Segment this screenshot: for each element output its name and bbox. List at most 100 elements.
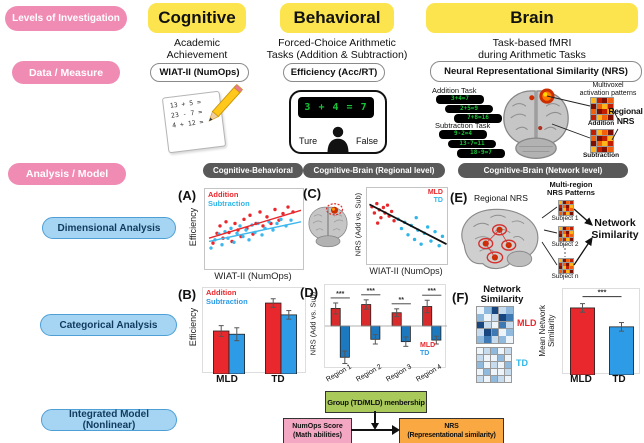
matrix-cell — [490, 368, 498, 376]
matrix-cell — [506, 307, 513, 314]
matrix-cell — [477, 348, 484, 355]
matrix-cell — [562, 237, 566, 241]
addition-task-label: Addition Task — [432, 86, 477, 95]
matrix-cell — [559, 230, 563, 234]
arith-stimulus: 2+5=9 — [445, 104, 493, 113]
brain-coronal-image — [503, 88, 569, 159]
analysis-model-pill: Analysis / Model — [8, 163, 126, 185]
matrix-cell — [602, 109, 608, 115]
arith-stimulus: 18-9=7 — [457, 149, 505, 158]
multivoxel-patterns-label: Multivoxel activation patterns — [579, 82, 637, 97]
matrix-cell — [477, 314, 484, 322]
matrix-cell — [566, 237, 570, 241]
matrix-cell — [504, 368, 511, 376]
matrix-cell — [477, 307, 484, 314]
efficiency-measure-pill: Efficiency (Acc/RT) — [283, 63, 385, 82]
matrix-cell — [559, 204, 563, 208]
matrix-cell — [562, 211, 566, 215]
matrix-cell — [477, 321, 484, 329]
panel-f-ylabel: Mean Network Similarity — [538, 305, 556, 357]
multi-region-patterns-label: Multi-region NRS Patterns — [547, 180, 595, 198]
matrix-cell — [607, 103, 613, 109]
matrix-cell — [569, 208, 573, 212]
matrix-cell — [566, 262, 570, 266]
matrix-cell — [483, 354, 491, 362]
matrix-cell — [602, 98, 608, 104]
matrix-cell — [562, 259, 566, 263]
matrix-cell — [562, 269, 566, 273]
matrix-cell — [490, 361, 498, 369]
matrix-cell — [569, 262, 573, 266]
numops-to-nrs-arrow-line — [351, 429, 392, 431]
subtraction-pattern-matrix — [590, 129, 614, 153]
subtraction-task-label: Subtraction Task — [435, 121, 491, 130]
legend-td: TD — [420, 350, 430, 358]
matrix-cell — [491, 307, 499, 314]
svg-text:**: ** — [399, 297, 405, 304]
cognitive-brain-regional-header: Cognitive-Brain (Regional level) — [303, 163, 445, 178]
integrated-model-pill: Integrated Model (Nonlinear) — [41, 409, 177, 431]
cognitive-behavioral-header: Cognitive-Behavioral — [203, 163, 303, 178]
numops-to-nrs-arrowhead — [392, 425, 400, 435]
matrix-cell — [596, 98, 602, 104]
matrix-cell — [498, 307, 506, 314]
matrix-cell — [569, 269, 573, 273]
subjectn-label: Subject n — [551, 273, 579, 280]
matrix-cell — [484, 328, 492, 336]
subjectn-pattern-matrix — [558, 258, 574, 274]
subject1-pattern-matrix — [558, 200, 574, 216]
matrix-cell — [484, 321, 492, 329]
matrix-cell — [607, 141, 613, 147]
matrix-cell — [562, 262, 566, 266]
matrix-cell — [498, 321, 506, 329]
matrix-cell — [484, 336, 492, 343]
matrix-cell — [569, 211, 573, 215]
matrix-cell — [497, 348, 505, 355]
matrix-cell — [566, 211, 570, 215]
matrix-cell — [490, 348, 498, 355]
matrix-cell — [559, 237, 563, 241]
matrix-cell — [559, 201, 563, 205]
arith-stimulus: 9-2=4 — [439, 130, 487, 139]
person-silhouette-icon — [327, 126, 349, 153]
matrix-cell — [566, 266, 570, 270]
matrix-cell — [591, 103, 597, 109]
matrix-cell — [566, 230, 570, 234]
panel-b-bar-chart — [202, 287, 306, 374]
svg-text:***: *** — [336, 291, 344, 298]
matrix-cell — [607, 114, 613, 120]
matrix-cell — [477, 328, 484, 336]
legend-subtraction: Subtraction — [206, 297, 248, 306]
matrix-cell — [569, 234, 573, 238]
regional-nrs-label: Regional NRS — [608, 106, 643, 126]
matrix-cell — [602, 141, 608, 147]
panel-a-xlabel: WIAT-II (NumOps) — [214, 271, 292, 282]
panel-f-bar-chart: *** — [562, 288, 640, 375]
regional-nrs-text: Regional NRS — [474, 193, 528, 203]
td-matrix-label: TD — [516, 358, 528, 368]
matrix-cell — [491, 328, 499, 336]
matrix-cell — [591, 109, 597, 115]
svg-text:***: *** — [598, 289, 607, 297]
matrix-cell — [504, 348, 511, 355]
matrix-cell — [477, 354, 484, 362]
matrix-cell — [591, 114, 597, 120]
group-membership-box: Group (TD/MLD) menbership — [325, 391, 427, 413]
matrix-cell — [477, 336, 484, 343]
forced-choice-device: 3 + 4 = 7 Ture False — [289, 90, 387, 154]
panel-b-label: (B) — [178, 287, 197, 302]
matrix-cell — [566, 259, 570, 263]
group-moderation-arrowhead — [370, 423, 379, 430]
matrix-cell — [566, 208, 570, 212]
matrix-cell — [491, 314, 499, 322]
true-option-label: Ture — [299, 136, 318, 146]
dimensional-analysis-pill: Dimensional Analysis — [42, 217, 176, 239]
matrix-cell — [477, 375, 484, 382]
matrix-cell — [591, 130, 597, 136]
panel-c-label: (C) — [303, 186, 322, 201]
panel-f-xlabel-mld: MLD — [570, 374, 592, 385]
matrix-cell — [569, 227, 573, 231]
matrix-cell — [607, 135, 613, 141]
